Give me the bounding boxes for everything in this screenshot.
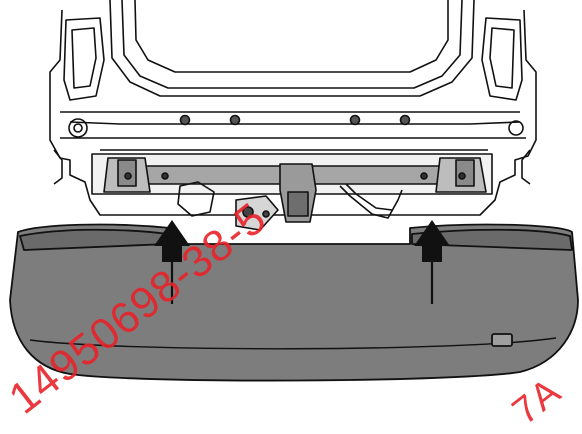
rear-bumper-cover bbox=[9, 223, 579, 382]
arrow-left bbox=[154, 220, 190, 304]
arrow-right bbox=[414, 220, 450, 304]
tow-bar-installation-diagram bbox=[9, 0, 579, 382]
tow-bar-crossmember bbox=[91, 153, 493, 231]
vehicle-rear-body bbox=[49, 0, 537, 216]
